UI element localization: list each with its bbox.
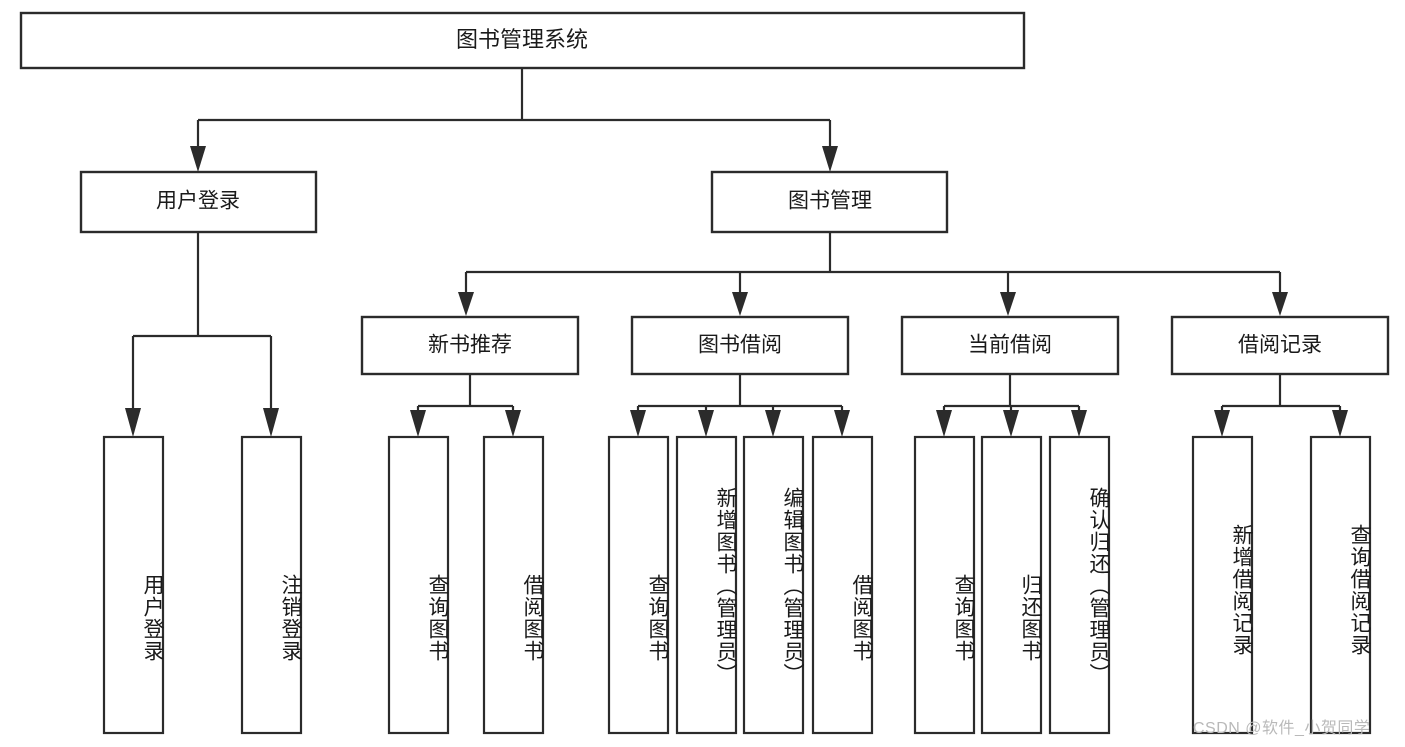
csdn-watermark: CSDN @软件_小贺同学	[1193, 720, 1371, 737]
arrow-leaf-borrow-book-2	[834, 410, 850, 437]
node-borrow-record-label: 借阅记录	[1238, 334, 1322, 357]
node-user-login-label: 用户登录	[156, 190, 240, 213]
connector-borrowrecord-to-leaves	[1214, 374, 1348, 437]
leaf-box-add-book[interactable]	[675, 435, 738, 735]
arrow-leaf-query-record	[1332, 410, 1348, 437]
leaf-box-query-book-1[interactable]	[387, 435, 450, 735]
leaf-box-add-record[interactable]	[1191, 435, 1254, 735]
arrow-leaf-borrow-book-1	[505, 410, 521, 437]
leaf-box-logout[interactable]	[240, 435, 303, 735]
arrow-user-login	[190, 146, 206, 172]
leaf-box-query-record[interactable]	[1309, 435, 1372, 735]
arrow-leaf-edit-book	[765, 410, 781, 437]
node-book-borrow[interactable]: 图书借阅	[630, 315, 850, 376]
connector-newbook-to-leaves	[410, 374, 521, 437]
node-new-book-recommend-box[interactable]	[360, 315, 580, 376]
connector-bookborrow-to-leaves	[630, 374, 850, 437]
arrow-leaf-confirm-return	[1071, 410, 1087, 437]
node-new-book-recommend-label: 新书推荐	[428, 334, 512, 357]
node-root-label: 图书管理系统	[456, 27, 588, 52]
arrow-leaf-add-book	[698, 410, 714, 437]
node-borrow-record-box[interactable]	[1170, 315, 1390, 376]
node-book-management-label: 图书管理	[788, 190, 872, 213]
arrow-leaf-query-book-1	[410, 410, 426, 437]
leaf-box-user-login[interactable]	[102, 435, 165, 735]
node-user-login-box[interactable]	[79, 170, 318, 234]
leaf-box-borrow-book-1[interactable]	[482, 435, 545, 735]
node-new-book-recommend[interactable]: 新书推荐	[360, 315, 580, 376]
arrow-borrow-record	[1272, 292, 1288, 316]
connector-userlogin-to-leaves	[125, 232, 279, 437]
connector-bookmgmt-to-level3	[458, 232, 1288, 316]
connector-root-to-level2	[190, 68, 838, 172]
node-current-borrow[interactable]: 当前借阅	[900, 315, 1120, 376]
arrow-new-book-recommend	[458, 292, 474, 316]
node-user-login[interactable]: 用户登录	[79, 170, 318, 234]
node-borrow-record[interactable]: 借阅记录	[1170, 315, 1390, 376]
node-current-borrow-label: 当前借阅	[968, 334, 1052, 357]
arrow-leaf-logout	[263, 408, 279, 437]
node-book-management-box[interactable]	[710, 170, 949, 234]
arrow-book-management	[822, 146, 838, 172]
leaf-box-query-book-3[interactable]	[913, 435, 976, 735]
arrow-book-borrow	[732, 292, 748, 316]
arrow-leaf-return-book	[1003, 410, 1019, 437]
arrow-current-borrow	[1000, 292, 1016, 316]
leaf-box-borrow-book-2[interactable]	[811, 435, 874, 735]
arrow-leaf-query-book-2	[630, 410, 646, 437]
connector-currentborrow-to-leaves	[936, 374, 1087, 437]
node-book-borrow-label: 图书借阅	[698, 334, 782, 357]
node-book-management[interactable]: 图书管理	[710, 170, 949, 234]
arrow-leaf-query-book-3	[936, 410, 952, 437]
leaf-box-return-book[interactable]	[980, 435, 1043, 735]
node-book-borrow-box[interactable]	[630, 315, 850, 376]
leaf-box-query-book-2[interactable]	[607, 435, 670, 735]
arrow-leaf-add-record	[1214, 410, 1230, 437]
leaf-box-edit-book[interactable]	[742, 435, 805, 735]
node-root-box[interactable]	[19, 11, 1026, 70]
node-current-borrow-box[interactable]	[900, 315, 1120, 376]
arrow-leaf-user-login	[125, 408, 141, 437]
node-root[interactable]: 图书管理系统	[19, 11, 1026, 70]
leaf-box-confirm-return[interactable]	[1048, 435, 1111, 735]
